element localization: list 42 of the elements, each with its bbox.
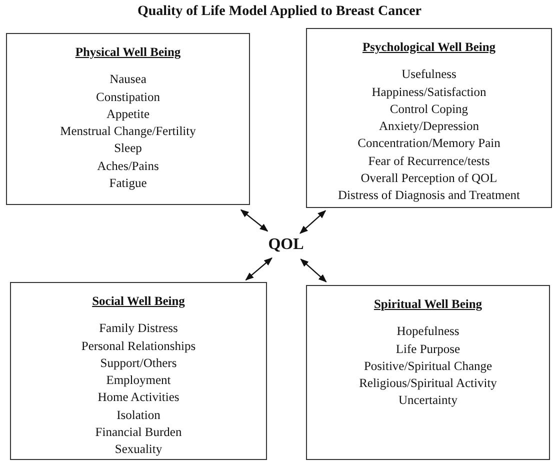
list-item: Sexuality: [114, 441, 164, 458]
list-item: Distress of Diagnosis and Treatment: [337, 187, 521, 204]
list-item: Uncertainty: [397, 392, 458, 410]
list-item: Happiness/Satisfaction: [370, 84, 488, 101]
category-box: [306, 28, 552, 208]
category-box: [306, 285, 550, 460]
list-item: Financial Burden: [94, 424, 183, 442]
category-heading: Social Well Being: [91, 293, 186, 310]
double-arrow: [245, 257, 272, 281]
double-arrow: [300, 258, 327, 282]
list-item: Religious/Spiritual Activity: [358, 375, 498, 392]
double-arrow: [300, 210, 326, 234]
category-heading: Spiritual Well Being: [372, 296, 484, 313]
list-item: Constipation: [95, 88, 161, 106]
list-item: Positive/Spiritual Change: [362, 358, 494, 375]
category-heading: Psychological Well Being: [361, 39, 497, 56]
list-item: Family Distress: [98, 320, 179, 338]
category-box: [10, 282, 267, 460]
category-box: [6, 33, 250, 205]
list-item: Concentration/Memory Pain: [356, 135, 502, 152]
list-item: Personal Relationships: [80, 338, 197, 355]
list-item: Life Purpose: [394, 340, 462, 358]
list-item: Aches/Pains: [96, 158, 160, 175]
list-item: Fear of Recurrence/tests: [367, 152, 491, 170]
list-item: Employment: [105, 372, 172, 390]
list-item: Home Activities: [96, 389, 180, 406]
list-item: Appetite: [105, 106, 151, 123]
list-item: Anxiety/Depression: [378, 118, 480, 136]
list-item: Nausea: [108, 71, 148, 88]
list-item: Fatigue: [108, 175, 148, 192]
list-item: Sleep: [113, 140, 143, 158]
list-item: Support/Others: [99, 354, 178, 372]
center-label: QOL: [265, 236, 307, 256]
double-arrow: [240, 209, 268, 232]
list-item: Overall Perception of QOL: [360, 170, 498, 188]
category-heading: Physical Well Being: [74, 44, 182, 61]
list-item: Hopefulness: [396, 323, 460, 340]
list-item: Control Coping: [388, 100, 470, 118]
diagram-title: Quality of Life Model Applied to Breast Cancer: [136, 4, 422, 20]
list-item: Usefulness: [400, 66, 458, 84]
list-item: Menstrual Change/Fertility: [59, 123, 197, 140]
list-item: Isolation: [116, 406, 162, 424]
